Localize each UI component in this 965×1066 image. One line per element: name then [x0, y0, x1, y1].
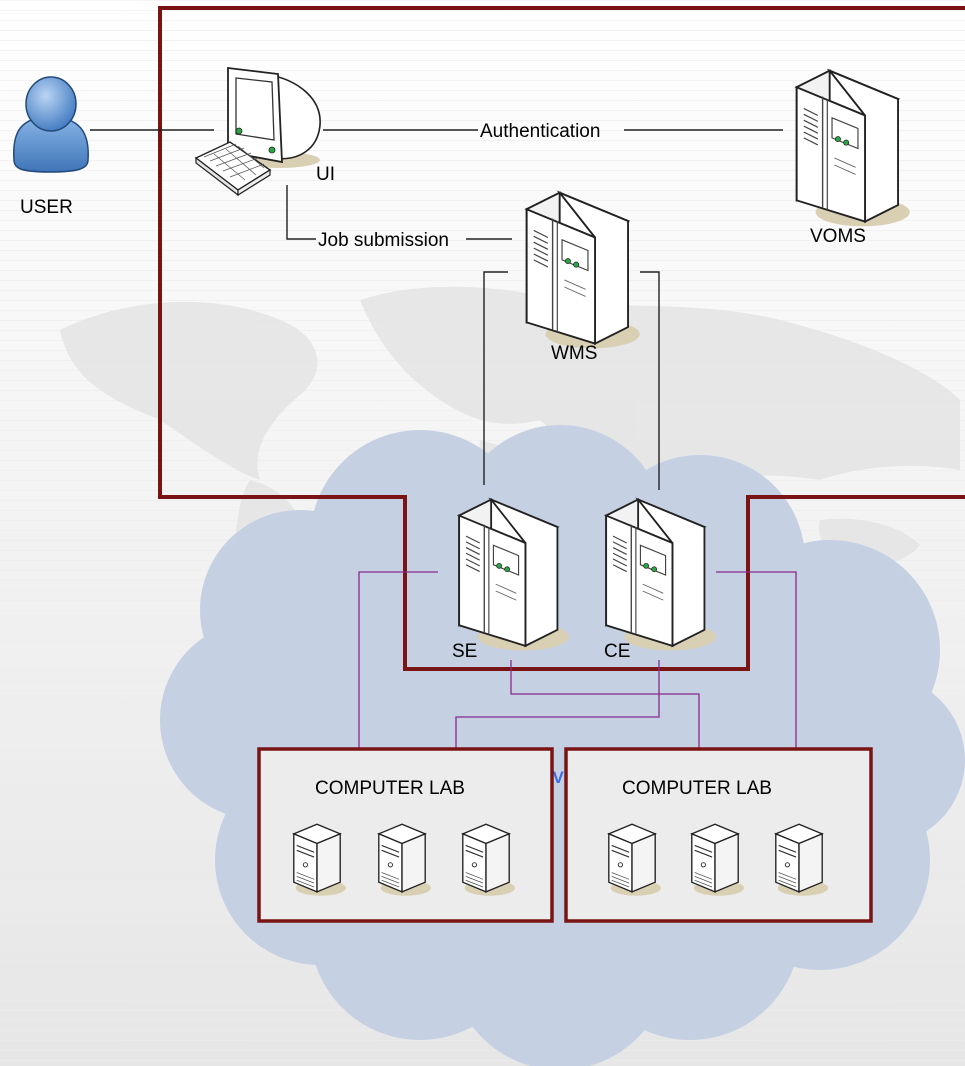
user-label: USER — [20, 197, 73, 218]
ui-job-link-left — [286, 185, 316, 240]
computer-lab-2: COMPUTER LAB — [564, 747, 873, 923]
desktop-pc-icon — [608, 823, 662, 897]
se-label: SE — [452, 641, 477, 662]
desktop-pc-icon — [691, 823, 745, 897]
workstation-icon — [194, 66, 321, 197]
wms-ce-link — [640, 271, 660, 490]
wms-label: WMS — [551, 343, 597, 364]
voms-label: VOMS — [810, 226, 866, 247]
se-lab1-link — [358, 571, 438, 750]
wms-se-link — [483, 271, 508, 485]
desktop-pc-icon — [775, 823, 829, 897]
lab-links — [358, 571, 797, 750]
grid-boundary — [158, 6, 965, 671]
ce-lab2-link — [716, 571, 797, 750]
authentication-label: Authentication — [480, 121, 600, 142]
connection-lines — [90, 129, 783, 490]
desktop-pc-icon — [293, 823, 347, 897]
user-icon — [13, 76, 89, 173]
ui-label: UI — [316, 164, 335, 185]
desktop-pc-icon — [462, 823, 516, 897]
se-lab2-link — [510, 660, 700, 750]
ce-label: CE — [604, 641, 630, 662]
computer-lab-1: COMPUTER LAB — [257, 747, 554, 923]
desktop-pc-icon — [378, 823, 432, 897]
ce-lab1-link — [455, 660, 660, 750]
computer-lab-1-title: COMPUTER LAB — [315, 778, 465, 799]
computer-lab-2-title: COMPUTER LAB — [622, 778, 772, 799]
job-submission-label: Job submission — [318, 230, 449, 251]
